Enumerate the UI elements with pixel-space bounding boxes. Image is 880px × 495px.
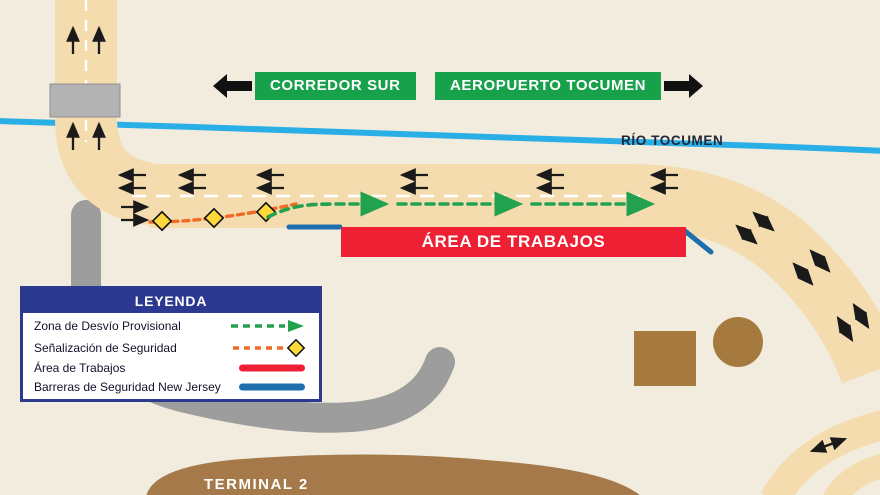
legend-item-label: Zona de Desvío Provisional — [34, 319, 181, 333]
green-dashed-arrow-icon — [229, 318, 309, 334]
legend-item-barriers: Barreras de Seguridad New Jersey — [34, 380, 309, 394]
legend-title: LEYENDA — [23, 289, 319, 313]
river — [0, 118, 880, 154]
corredor-sur-label: CORREDOR SUR — [255, 72, 416, 100]
terminal-label: TERMINAL 2 — [204, 476, 309, 493]
work-area-banner: ÁREA DE TRABAJOS — [341, 227, 686, 257]
ramp-small — [823, 453, 880, 495]
legend-item-detour: Zona de Desvío Provisional — [34, 318, 309, 334]
traffic-arrows — [66, 25, 870, 453]
red-bar-icon — [229, 363, 309, 373]
orange-dashed-diamond-icon — [229, 338, 309, 357]
safety-barriers — [286, 224, 714, 255]
warning-diamond-icon — [203, 207, 225, 229]
aeropuerto-tocumen-label: AEROPUERTO TOCUMEN — [435, 72, 662, 100]
east-arrow-icon — [664, 74, 704, 98]
legend-item-label: Área de Trabajos — [34, 361, 126, 376]
legend-items: Zona de Desvío Provisional Señalización … — [23, 313, 319, 399]
corredor-sur-sign: CORREDOR SUR — [212, 72, 416, 100]
aeropuerto-tocumen-sign: AEROPUERTO TOCUMEN — [435, 72, 704, 100]
legend-item-label: Señalización de Seguridad — [34, 340, 177, 355]
terminal-building — [146, 454, 640, 495]
legend-item-signage: Señalización de Seguridad — [34, 338, 309, 357]
building-square — [634, 331, 696, 386]
overpass-bridge — [49, 83, 121, 118]
building-circle — [713, 317, 763, 367]
detour-path — [266, 191, 656, 219]
warning-diamond-icon — [151, 210, 173, 232]
legend-item-workarea: Área de Trabajos — [34, 361, 309, 375]
buildings — [146, 317, 763, 495]
river-label: RÍO TOCUMEN — [621, 133, 724, 148]
legend-item-label: Barreras de Seguridad New Jersey — [34, 379, 221, 394]
blue-bar-icon — [229, 382, 309, 392]
legend-panel: LEYENDA Zona de Desvío Provisional Señal… — [20, 286, 322, 402]
west-arrow-icon — [213, 74, 252, 98]
